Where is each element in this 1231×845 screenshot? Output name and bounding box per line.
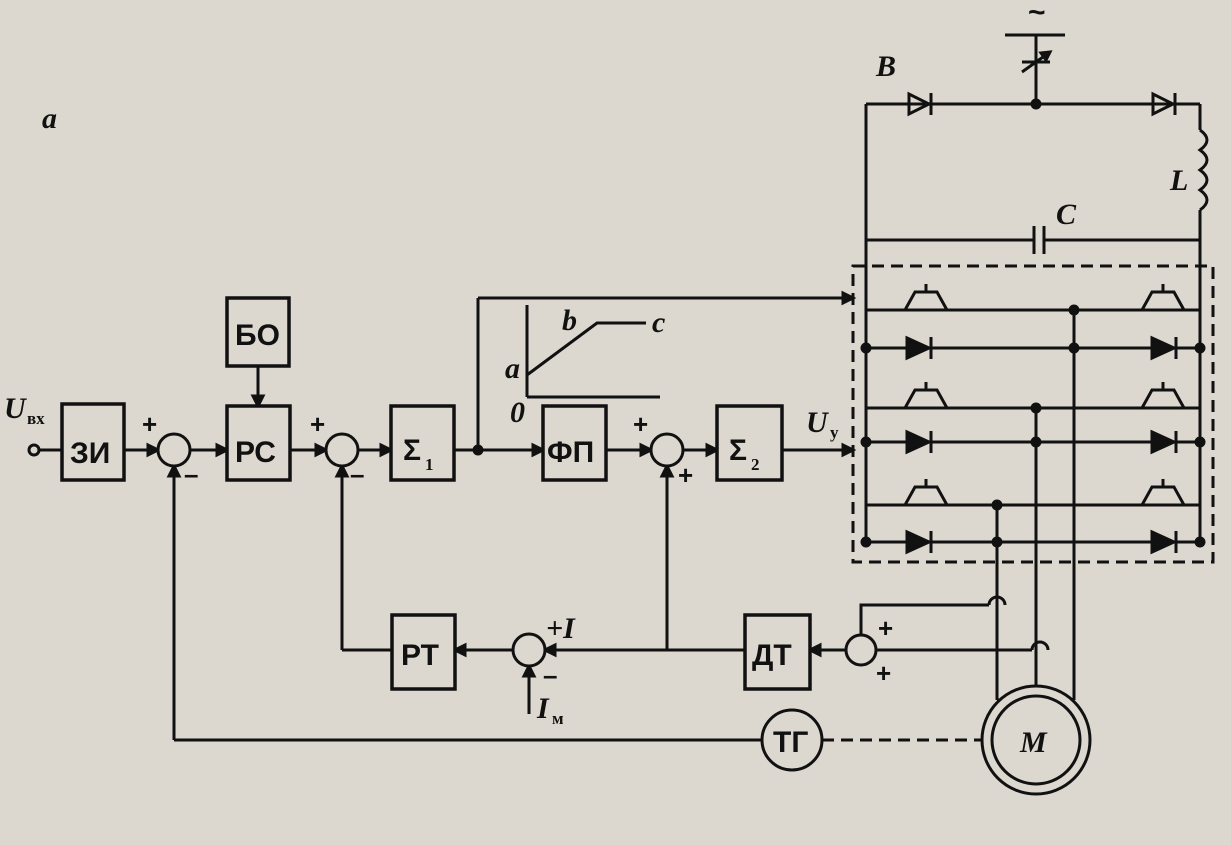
graph-label-a: a [505,352,520,385]
summing-junctions [156,432,878,668]
sign-plus: + [142,409,157,439]
input-voltage-label: U [4,392,27,425]
inductor-icon [1197,128,1209,212]
block-sigma1 [389,404,456,482]
control-voltage-label: U [806,406,829,439]
control-voltage-sub: у [830,423,839,442]
sign-minus: – [184,459,198,489]
block-sigma1-sub: 1 [425,455,434,474]
graph-label-b: b [562,304,577,337]
summing-junction-current [324,432,360,468]
graph-label-zero: 0 [510,396,525,429]
inverter-label: B [875,50,896,83]
sign-minus: – [350,459,364,489]
summing-junction-current-sensor [844,633,878,667]
summing-junction-speed [156,432,192,468]
sign-plus: + [633,409,648,439]
block-rt-label: РТ [401,639,439,672]
input-terminal [27,443,41,457]
block-sigma1-label: Σ [403,434,421,467]
ac-source-label: ~ [1028,0,1046,29]
sign-plus: + [876,658,891,688]
tachogenerator-label: ТГ [773,726,808,759]
sign-plus: + [678,460,693,490]
input-voltage-sub: вх [27,409,45,428]
inductor-label: L [1169,164,1188,197]
current-label: +I [546,612,576,645]
blocks [60,296,812,691]
power-circuit [851,33,1215,702]
block-rt [390,613,457,691]
block-dt [743,613,812,691]
diode-icon [907,91,933,117]
motor-group [760,684,1092,796]
block-bo-label: БО [235,319,280,352]
diode-icon [1151,91,1177,117]
summing-junction-feedforward [649,432,685,468]
graph-label-c: c [652,306,665,339]
current-limit-label: I [536,692,550,725]
tachogenerator-icon [760,708,824,772]
diode-icon [905,335,1178,555]
block-bo [225,296,291,368]
block-dt-label: ДТ [752,639,792,672]
inverter-boundary [851,264,1215,564]
transistor-icon [903,284,1186,506]
control-wires [27,290,857,742]
sign-minus: – [543,660,557,690]
current-limit-sub: м [552,709,564,728]
summing-junction-limit [511,632,547,668]
block-zi [60,402,126,482]
fp-characteristic-graph [525,305,660,399]
block-zi-label: ЗИ [70,437,110,470]
block-sigma2-sub: 2 [751,455,760,474]
capacitor-label: C [1056,198,1077,231]
sign-plus: + [310,409,325,439]
block-sigma2-label: Σ [729,434,747,467]
block-rs [225,404,292,482]
motor-label: M [1019,726,1048,759]
block-fp [541,404,608,482]
block-rs-label: РС [235,436,276,469]
block-sigma2 [715,404,784,482]
figure-label: a [42,102,57,135]
sign-plus: + [878,613,893,643]
block-fp-label: ФП [547,436,594,469]
